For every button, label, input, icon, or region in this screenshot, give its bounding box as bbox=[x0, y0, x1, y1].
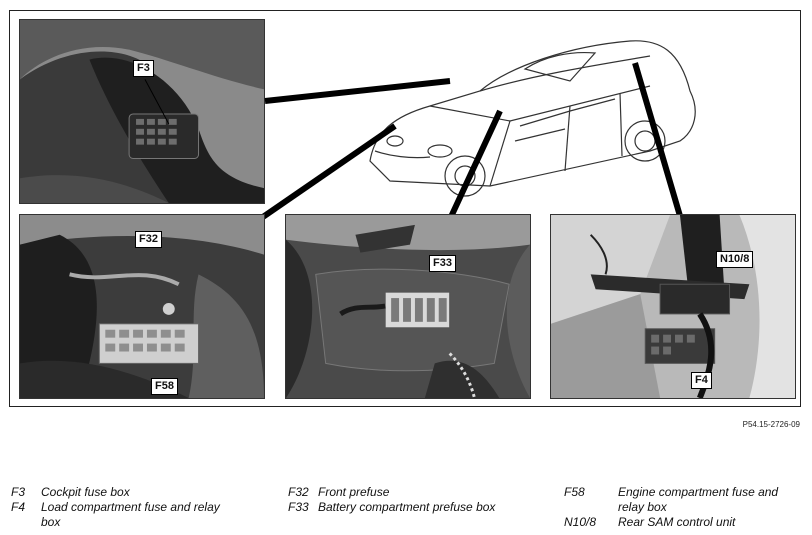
callout-f32: F32 bbox=[135, 231, 162, 248]
figure-reference: P54.15-2726-09 bbox=[742, 420, 800, 429]
legend-code: F4 bbox=[11, 500, 26, 514]
callout-f4: F4 bbox=[691, 372, 712, 389]
legend-item-f33: F33 Battery compartment prefuse box bbox=[288, 500, 538, 515]
legend-item-n10-8: N10/8 Rear SAM control unit bbox=[564, 515, 804, 530]
photo-battery-compartment bbox=[285, 214, 531, 399]
legend-code: F58 bbox=[564, 485, 585, 499]
legend-code: F33 bbox=[288, 500, 309, 514]
legend-col-2: F32 Front prefuse F33 Battery compartmen… bbox=[288, 485, 538, 515]
callout-n10-8: N10/8 bbox=[716, 251, 754, 268]
legend-code: F32 bbox=[288, 485, 309, 499]
callout-f33: F33 bbox=[429, 255, 456, 272]
legend-col-1: F3 Cockpit fuse box F4 Load compartment … bbox=[11, 485, 251, 530]
diagram-frame: F3 bbox=[9, 10, 801, 407]
legend-desc: Cockpit fuse box bbox=[41, 485, 130, 499]
legend-desc: Engine compartment fuse and relay box bbox=[618, 485, 779, 514]
photo-cockpit bbox=[19, 19, 265, 204]
legend-code: F3 bbox=[11, 485, 26, 499]
legend-desc: Rear SAM control unit bbox=[618, 515, 736, 529]
legend-desc: Battery compartment prefuse box bbox=[318, 500, 496, 514]
callout-f3: F3 bbox=[133, 60, 154, 77]
legend-code: N10/8 bbox=[564, 515, 597, 529]
photo-load-compartment bbox=[550, 214, 796, 399]
legend-item-f32: F32 Front prefuse bbox=[288, 485, 538, 500]
legend-item-f4: F4 Load compartment fuse and relay box bbox=[11, 500, 251, 530]
legend-item-f3: F3 Cockpit fuse box bbox=[11, 485, 251, 500]
legend-item-f58: F58 Engine compartment fuse and relay bo… bbox=[564, 485, 804, 515]
legend-col-3: F58 Engine compartment fuse and relay bo… bbox=[564, 485, 804, 530]
legend-desc: Front prefuse bbox=[318, 485, 390, 499]
legend-desc: Load compartment fuse and relay box bbox=[41, 500, 220, 529]
callout-f58: F58 bbox=[151, 378, 178, 395]
